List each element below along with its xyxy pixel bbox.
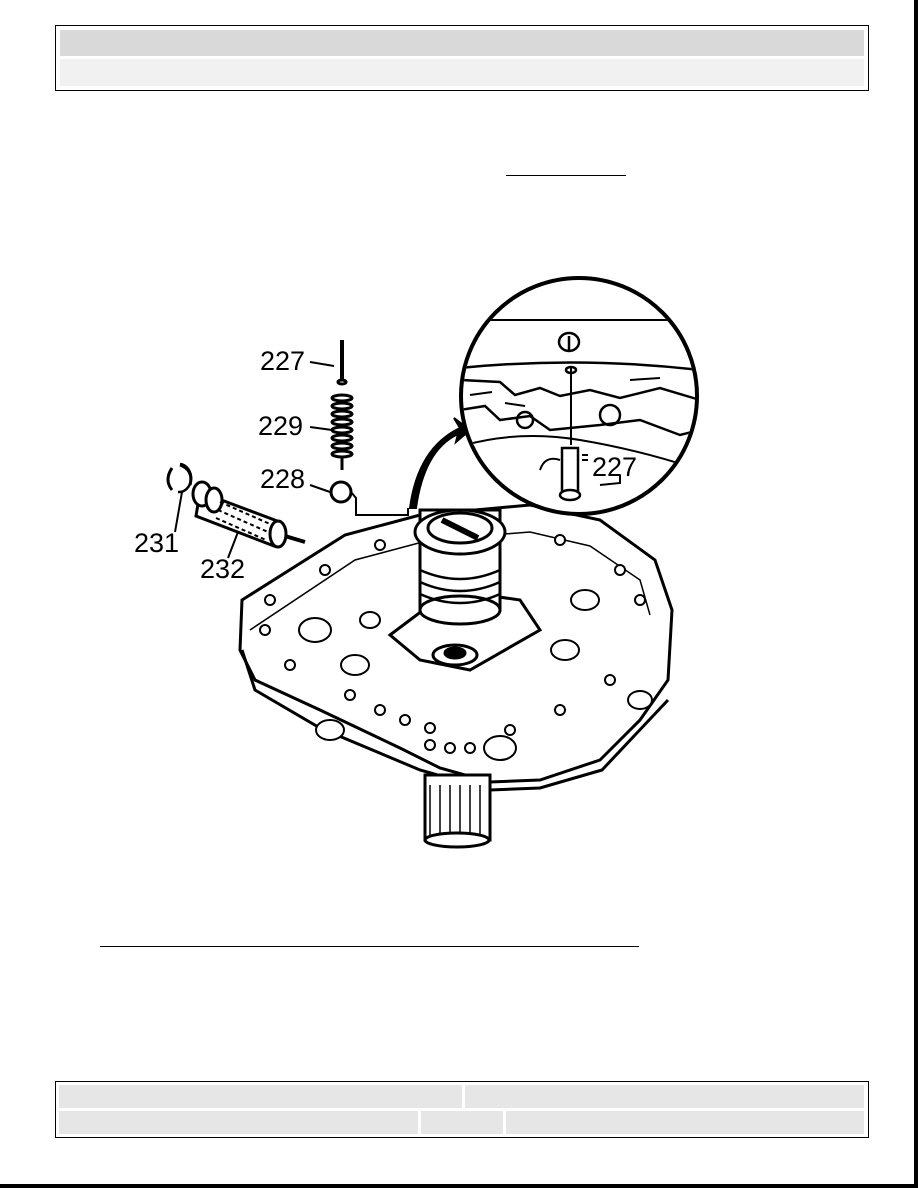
pump-assembly-illustration: 227 229 228 231 232 227 (134, 276, 699, 849)
callout-232-sleeve: 232 (200, 554, 245, 584)
callout-227-pin: 227 (260, 346, 305, 376)
callout-227-detail: 227 (592, 452, 637, 482)
footer-cell-e (506, 1111, 864, 1134)
exploded-parts (166, 340, 354, 549)
detail-inset (459, 276, 699, 516)
header-subtitle (60, 59, 864, 86)
footer-cell-b (465, 1085, 864, 1108)
detail-arrow (408, 417, 472, 509)
callout-228-ball: 228 (260, 464, 305, 494)
callout-231-snap-ring: 231 (134, 528, 179, 558)
page-header (55, 25, 869, 91)
footer-cell-a (59, 1085, 462, 1108)
leader-lines (174, 361, 409, 559)
footer-cell-c (59, 1111, 418, 1134)
sleeve-part (191, 480, 306, 549)
page-footer (55, 1081, 869, 1138)
link-underline-bottom (100, 946, 639, 947)
link-underline (506, 175, 626, 176)
footer-cell-d (421, 1111, 503, 1134)
callout-229-spring: 229 (258, 411, 303, 441)
casting-holes (259, 534, 653, 761)
header-title (60, 30, 864, 56)
